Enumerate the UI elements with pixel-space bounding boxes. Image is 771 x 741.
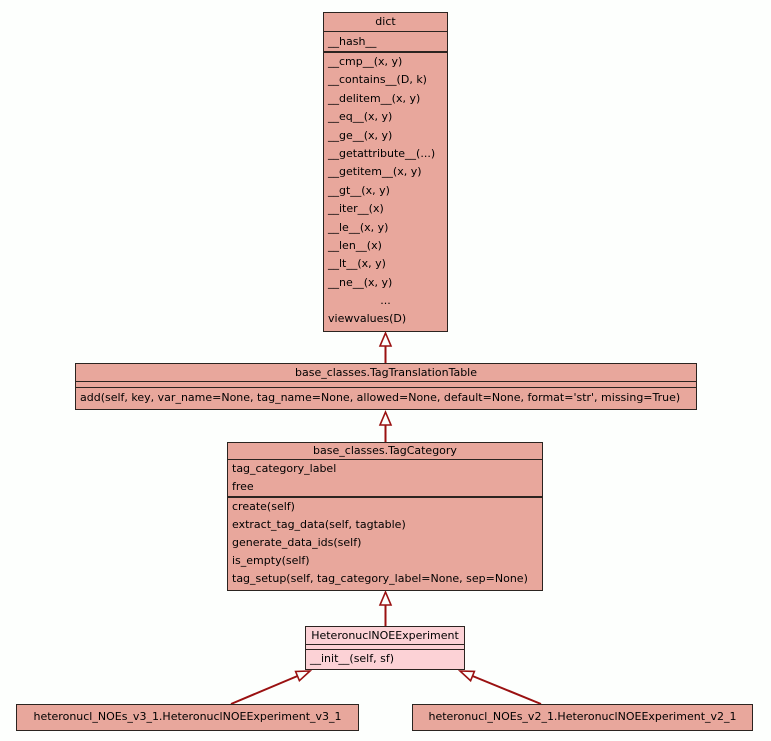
class-box-tagcategory: base_classes.TagCategory tag_category_la… [227,442,543,591]
inheritance-arrow-hne-to-tagcategory [378,589,393,626]
method-row: __lt__(x, y) [328,257,386,271]
method-row: __le__(x, y) [328,220,389,234]
method-row: __getattribute__(...) [328,146,436,160]
method-row: __init__(self, sf) [310,652,395,665]
class-title: heteronucl_NOEs_v2_1.HeteronuclNOEExperi… [428,710,737,723]
method-row: viewvalues(D) [328,312,407,326]
class-title: base_classes.TagCategory [228,443,542,460]
method-row: __len__(x) [328,238,382,252]
class-title: base_classes.TagTranslationTable [76,364,696,382]
method-row: __delitem__(x, y) [328,91,421,105]
ellipsis-row: ... [380,294,391,308]
inheritance-arrow-tagtranslationtable-to-dict [378,330,393,363]
class-box-tagtranslationtable: base_classes.TagTranslationTable add(sel… [75,363,697,410]
class-box-heteronuclnoeexperiment-v3-1: heteronucl_NOEs_v3_1.HeteronuclNOEExperi… [16,704,359,731]
class-box-heteronuclnoeexperiment: HeteronuclNOEExperiment __init__(self, s… [305,626,465,670]
method-row: create(self) [232,500,295,513]
method-row: __getitem__(x, y) [328,165,422,179]
inheritance-arrow-v2-to-hne [457,670,542,705]
class-title: HeteronuclNOEExperiment [306,627,464,645]
method-row: is_empty(self) [232,554,310,567]
empty-attributes-section [306,645,464,650]
method-row: add(self, key, var_name=None, tag_name=N… [80,391,681,404]
method-row: tag_setup(self, tag_category_label=None,… [232,572,528,585]
inheritance-arrow-tagcategory-to-tagtranslationtable [378,409,393,442]
method-row: __gt__(x, y) [328,183,390,197]
method-row: extract_tag_data(self, tagtable) [232,518,406,531]
method-row: __cmp__(x, y) [328,55,403,68]
attribute-row: tag_category_label [232,462,337,475]
method-row: __contains__(D, k) [328,73,427,87]
method-row: __ge__(x, y) [328,128,393,142]
class-title: heteronucl_NOEs_v3_1.HeteronuclNOEExperi… [33,710,342,723]
attribute-row: free [232,480,254,493]
class-box-dict: dict __hash__ __cmp__(x, y) __contains__… [323,12,448,332]
attribute-row: __hash__ [324,32,447,53]
method-row: __ne__(x, y) [328,275,393,289]
method-row: generate_data_ids(self) [232,536,362,549]
inheritance-arrow-v3-to-hne [230,670,313,705]
method-row: __iter__(x) [328,202,384,216]
class-title: dict [324,13,447,32]
method-row: __eq__(x, y) [328,110,393,124]
attributes-section: tag_category_label free [228,460,542,498]
empty-attributes-section [76,382,696,388]
class-box-heteronuclnoeexperiment-v2-1: heteronucl_NOEs_v2_1.HeteronuclNOEExperi… [412,704,753,731]
